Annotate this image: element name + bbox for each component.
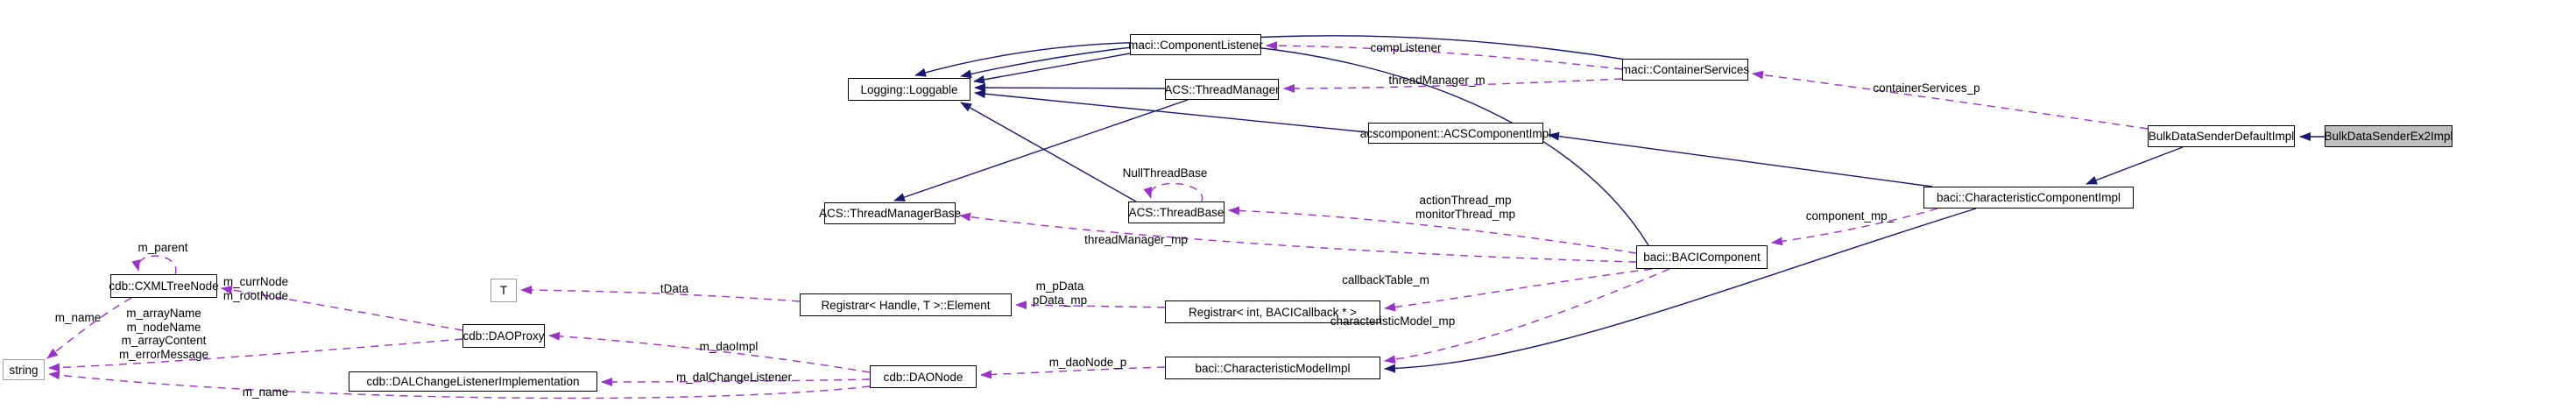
edge-label-nullthreadbase: NullThreadBase bbox=[1122, 166, 1208, 180]
edge-usage-m-daonode-p bbox=[980, 366, 1166, 379]
edge-inherit-containerservices-loggable bbox=[960, 35, 1627, 79]
edge-usage-callbacktable-m bbox=[1384, 268, 1653, 312]
node-baci-characteristiccomponentimpl[interactable]: baci::CharacteristicComponentImpl bbox=[1923, 187, 2134, 209]
edge-label-m-parent: m_parent bbox=[138, 241, 188, 254]
node-maci-componentlistener[interactable]: maci::ComponentListener bbox=[1128, 34, 1263, 55]
edge-inherit-defaultimpl-charcomponentimpl bbox=[2086, 146, 2184, 185]
edge-label-m-daonode-p: m_daoNode_p bbox=[1048, 356, 1127, 369]
edge-usage-nullthreadbase-selfloop bbox=[1143, 182, 1203, 202]
edge-usage-m-pdata bbox=[1015, 300, 1166, 310]
edge-usage-tdata bbox=[520, 286, 801, 302]
node-registrar-handle-t-element[interactable]: Registrar< Handle, T >::Element bbox=[800, 293, 1012, 316]
edge-usage-threadmanager-mp bbox=[959, 212, 1637, 263]
node-cdb-daonode[interactable]: cdb::DAONode bbox=[870, 365, 977, 388]
edge-inherit-componentlistener-loggable bbox=[973, 53, 1131, 84]
edge-label-m-arrayfields: m_arrayName m_nodeName m_arrayContent m_… bbox=[118, 307, 209, 361]
edge-inherit-threadmanager-threadmanagerbase bbox=[893, 99, 1189, 201]
node-cdb-dalchangelistenerimplementation[interactable]: cdb::DALChangeListenerImplementation bbox=[349, 371, 597, 392]
node-acs-threadmanagerbase[interactable]: ACS::ThreadManagerBase bbox=[819, 202, 961, 224]
edge-label-m-daoimpl: m_daoImpl bbox=[699, 340, 759, 353]
edge-inherit-threadbase-loggable bbox=[960, 102, 1137, 202]
edge-usage-actionthread-mp bbox=[1228, 206, 1637, 254]
edge-label-containerservices-p: containerServices_p bbox=[1873, 81, 1980, 95]
edge-usage-m-name-upper bbox=[46, 297, 132, 359]
edge-label-characteristicmodel-mp: characteristicModel_mp bbox=[1330, 315, 1456, 328]
edge-label-tdata: tData bbox=[660, 282, 689, 295]
node-acs-threadbase[interactable]: ACS::ThreadBase bbox=[1128, 201, 1224, 223]
edge-usage-m-daoimpl bbox=[548, 331, 871, 373]
edge-label-m-name-lower: m_name bbox=[242, 385, 289, 399]
edge-inherit-charcomponentimpl-charmodelimpl bbox=[1384, 208, 1977, 373]
edge-inherit-bacicomponent-loggable bbox=[914, 41, 1649, 246]
edge-label-component-mp: component_mp_ bbox=[1805, 209, 1895, 223]
edge-usage-m-parent-selfloop bbox=[131, 255, 177, 275]
edge-label-actionthread-monitorthread: actionThread_mp monitorThread_mp bbox=[1415, 194, 1516, 221]
edge-usage-m-dalchangelistener bbox=[601, 377, 871, 386]
edge-usage-complistener bbox=[1266, 41, 1623, 70]
edge-usage-component-mp bbox=[1771, 208, 1938, 246]
edge-usage-threadmanager-m bbox=[1283, 78, 1623, 93]
node-maci-containerservices[interactable]: maci::ContainerServices bbox=[1621, 59, 1749, 81]
edge-inherit-charcomponentimpl-acscomponentimpl bbox=[1548, 131, 1933, 187]
edge-inherit-acscomponentimpl-loggable bbox=[974, 89, 1369, 133]
edge-usage-m-arrayfields bbox=[48, 338, 463, 372]
edge-label-m-name-upper: m_name bbox=[54, 311, 102, 324]
edge-label-complistener: compListener bbox=[1370, 41, 1442, 54]
edge-label-threadmanager-m: threadManager_m bbox=[1388, 74, 1486, 87]
edge-label-threadmanager-mp: threadManager_mp bbox=[1084, 233, 1188, 246]
edge-label-m-currnode-m-rootnode: m_currNode m_rootNode bbox=[222, 275, 289, 302]
node-cdb-daoproxy[interactable]: cdb::DAOProxy bbox=[462, 324, 545, 348]
node-bulkdatasenderex2impl: BulkDataSenderEx2Impl bbox=[2324, 125, 2453, 147]
node-logging-loggable[interactable]: Logging::Loggable bbox=[848, 78, 970, 101]
node-registrar-int-bacicallback[interactable]: Registrar< int, BACICallback * > bbox=[1165, 300, 1380, 323]
edge-label-m-pdata: m_pData pData_mp bbox=[1032, 279, 1088, 307]
node-bulkdatasenderdefaultimpl[interactable]: BulkDataSenderDefaultImpl bbox=[2148, 125, 2295, 147]
node-acs-threadmanager[interactable]: ACS::ThreadManager bbox=[1164, 79, 1280, 100]
node-baci-characteristicmodelimpl[interactable]: baci::CharacteristicModelImpl bbox=[1165, 357, 1380, 379]
edge-label-m-dalchangelistener: m_dalChangeListener bbox=[675, 371, 793, 384]
edge-label-callbacktable-m: callbackTable_m bbox=[1342, 273, 1429, 286]
edge-usage-m-name-lower bbox=[48, 371, 871, 399]
node-string[interactable]: string bbox=[3, 359, 45, 380]
edge-usage-containerservices-p bbox=[1752, 70, 2149, 130]
node-template-t[interactable]: T bbox=[490, 279, 517, 302]
node-cdb-cxmltreenode[interactable]: cdb::CXMLTreeNode bbox=[109, 274, 219, 298]
edge-usage-m-currnode bbox=[221, 285, 463, 331]
node-baci-bacicomponent[interactable]: baci::BACIComponent bbox=[1636, 245, 1768, 269]
node-acscomponent-acscomponentimpl[interactable]: acscomponent::ACSComponentImpl bbox=[1360, 123, 1551, 144]
